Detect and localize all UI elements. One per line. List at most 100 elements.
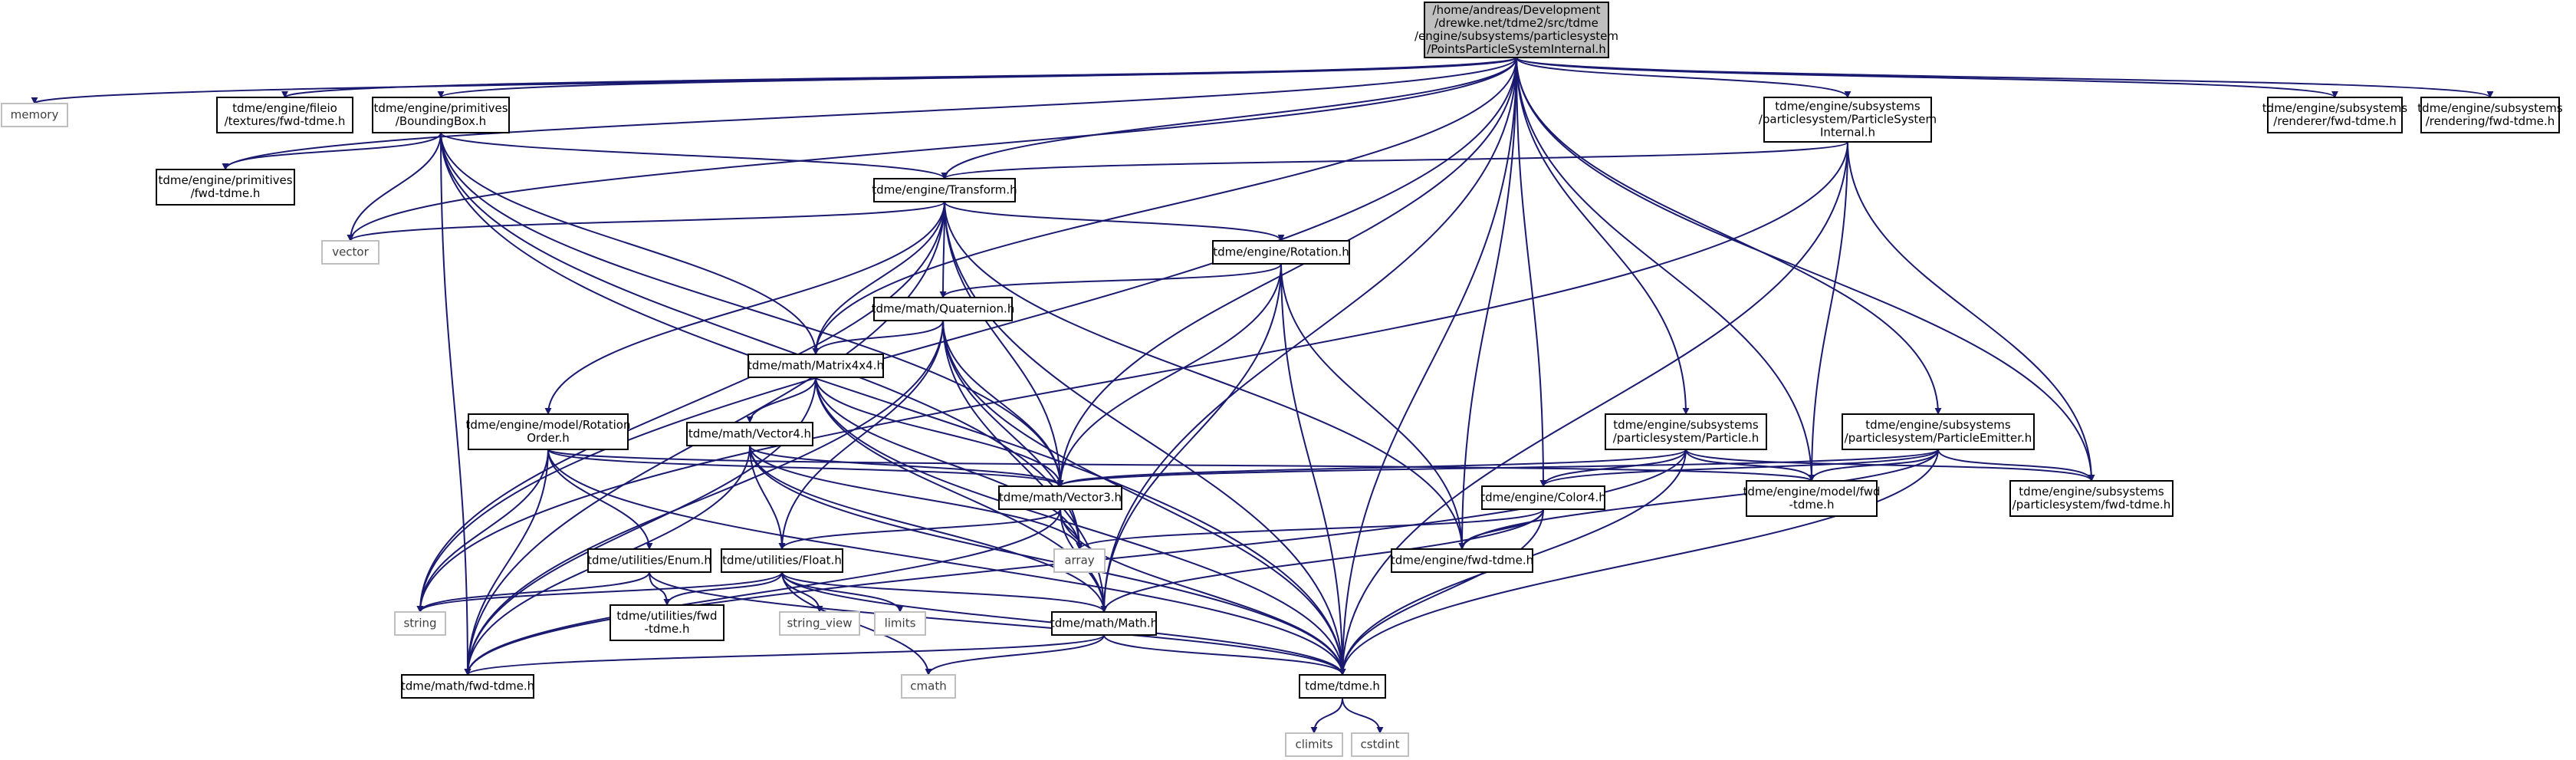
- node-label-line: tdme/engine/model/Rotation: [465, 418, 630, 432]
- node-psinternal[interactable]: tdme/engine/subsystems/particlesystem/Pa…: [1759, 97, 1937, 143]
- edge-bbox-to-transform: [440, 132, 948, 179]
- node-mathfwd[interactable]: tdme/math/fwd-tdme.h: [401, 674, 534, 699]
- edge-rotorder-to-vector3: [547, 449, 1064, 487]
- node-quaternion[interactable]: tdme/math/Quaternion.h: [872, 297, 1015, 321]
- node-transform[interactable]: tdme/engine/Transform.h: [872, 178, 1017, 202]
- node-psfwd[interactable]: tdme/engine/subsystems/particlesystem/fw…: [2009, 480, 2174, 517]
- node-box: [1605, 413, 1767, 450]
- edge-psinternal-to-tdmeh: [1339, 141, 1848, 676]
- node-utilfwd[interactable]: tdme/utilities/fwd-tdme.h: [610, 604, 724, 641]
- node-enginefwd[interactable]: tdme/engine/fwd-tdme.h: [1391, 548, 1533, 573]
- edge-bbox-to-matrix: [440, 132, 820, 355]
- node-mathh[interactable]: tdme/math/Math.h: [1050, 611, 1158, 636]
- node-float[interactable]: tdme/utilities/Float.h: [721, 548, 843, 573]
- node-box: [1351, 732, 1409, 757]
- edge-root-to-psfwd: [1516, 57, 2095, 482]
- node-bbox[interactable]: tdme/engine/primitives/BoundingBox.h: [372, 97, 510, 133]
- node-label-line: /renderer/fwd-tdme.h: [2273, 114, 2396, 128]
- node-box: [1212, 240, 1350, 265]
- node-box: [873, 178, 1016, 202]
- edge-rotorder-to-enum: [547, 449, 653, 550]
- edge-rotation-to-enginefwd: [1280, 263, 1466, 550]
- node-label-line: /PointsParticleSystemInternal.h: [1427, 42, 1606, 56]
- edge-enum-to-string: [416, 571, 650, 613]
- node-label-line: tdme/engine/Rotation.h: [1213, 245, 1349, 259]
- edge-rotation-to-quaternion: [939, 263, 1282, 298]
- node-label-line: limits: [885, 617, 916, 630]
- node-box: [721, 548, 843, 573]
- node-box: [873, 297, 1013, 321]
- node-color4[interactable]: tdme/engine/Color4.h: [1480, 485, 1606, 510]
- node-label-line: Order.h: [527, 431, 570, 445]
- node-emitter[interactable]: tdme/engine/subsystems/particlesystem/Pa…: [1842, 413, 2035, 450]
- node-box: [1763, 97, 1932, 143]
- edge-root-to-bbox: [437, 57, 1517, 98]
- edge-root-to-matrix: [812, 57, 1517, 355]
- node-vector: vector: [321, 240, 380, 265]
- node-label-line: /particlesystem/Particle.h: [1613, 431, 1760, 445]
- node-label-line: tdme/engine/fwd-tdme.h: [1391, 554, 1533, 568]
- node-root[interactable]: /home/andreas/Development/drewke.net/tdm…: [1414, 2, 1618, 58]
- node-modelfwd[interactable]: tdme/engine/model/fwd-tdme.h: [1743, 480, 1881, 517]
- node-label-line: tdme/engine/Color4.h: [1480, 491, 1606, 505]
- node-label-line: tdme/math/Quaternion.h: [872, 302, 1015, 316]
- edge-psinternal-to-modelfwd: [1808, 141, 1848, 482]
- node-label-line: vector: [332, 245, 369, 259]
- node-label-line: tdme/math/Math.h: [1050, 617, 1158, 630]
- node-matrix[interactable]: tdme/math/Matrix4x4.h: [748, 354, 884, 378]
- node-box: [321, 240, 380, 265]
- node-particle[interactable]: tdme/engine/subsystems/particlesystem/Pa…: [1605, 413, 1767, 450]
- edge-transform-to-string: [416, 201, 945, 613]
- node-label-line: -tdme.h: [645, 622, 690, 636]
- edge-root-to-string: [416, 57, 1517, 613]
- node-box: [610, 604, 724, 641]
- node-enum[interactable]: tdme/utilities/Enum.h: [587, 548, 711, 573]
- edge-root-to-psinternal: [1516, 57, 1852, 98]
- edge-mathh-to-tdmeh: [1103, 634, 1346, 676]
- edge-transform-to-vector: [347, 201, 945, 242]
- edge-bbox-to-array: [440, 132, 1083, 550]
- node-label-line: tdme/utilities/Float.h: [722, 554, 842, 568]
- edge-vector4-to-vector3: [749, 445, 1064, 487]
- node-box: [1285, 732, 1343, 757]
- node-tdmeh[interactable]: tdme/tdme.h: [1299, 674, 1386, 699]
- node-label-line: tdme/utilities/fwd: [616, 609, 717, 623]
- node-label-line: tdme/engine/subsystems: [1775, 100, 1921, 114]
- edge-vector3-to-mathfwd: [464, 508, 1061, 676]
- edge-rotorder-to-modelfwd: [547, 449, 1815, 482]
- node-label-line: /rendering/fwd-tdme.h: [2426, 114, 2555, 128]
- edge-bbox-to-primfwd: [222, 132, 442, 170]
- edge-emitter-to-color4: [1539, 449, 1939, 487]
- edge-root-to-rendererfwd: [1516, 57, 2338, 98]
- node-label-line: string_view: [787, 617, 852, 631]
- edge-root-to-color4: [1516, 57, 1547, 487]
- edge-particle-to-color4: [1539, 449, 1687, 487]
- node-renderingfwd[interactable]: tdme/engine/subsystems/rendering/fwd-tdm…: [2417, 97, 2563, 133]
- edge-root-to-modelfwd: [1516, 57, 1815, 482]
- node-box: [1424, 2, 1609, 58]
- edge-vector3-to-float: [778, 508, 1061, 550]
- edge-particle-to-vector3: [1056, 449, 1687, 487]
- node-rotation[interactable]: tdme/engine/Rotation.h: [1212, 240, 1350, 265]
- edge-root-to-transform: [941, 57, 1517, 179]
- node-box: [216, 97, 353, 133]
- edge-matrix-to-vector4: [746, 377, 816, 423]
- dependency-edges: [31, 57, 2494, 734]
- node-label-line: array: [1064, 554, 1094, 568]
- node-label-line: tdme/math/Vector4.h: [688, 427, 811, 441]
- node-label-line: tdme/engine/subsystems: [1613, 418, 1759, 432]
- node-climits: climits: [1285, 732, 1343, 757]
- node-label-line: tdme/engine/subsystems: [2019, 485, 2164, 498]
- node-label-line: /particlesystem/fwd-tdme.h: [2013, 498, 2171, 512]
- edge-bbox-to-tdmeh: [440, 132, 1346, 676]
- node-vector3[interactable]: tdme/math/Vector3.h: [998, 485, 1122, 510]
- node-primfwd[interactable]: tdme/engine/primitives/fwd-tdme.h: [156, 169, 295, 206]
- edge-transform-to-vector3: [944, 201, 1064, 487]
- node-fileio[interactable]: tdme/engine/fileio/textures/fwd-tdme.h: [216, 97, 353, 133]
- node-vector4[interactable]: tdme/math/Vector4.h: [686, 422, 813, 446]
- edge-matrix-to-vector3: [815, 377, 1064, 487]
- node-limits: limits: [874, 611, 926, 636]
- node-rendererfwd[interactable]: tdme/engine/subsystems/renderer/fwd-tdme…: [2262, 97, 2408, 133]
